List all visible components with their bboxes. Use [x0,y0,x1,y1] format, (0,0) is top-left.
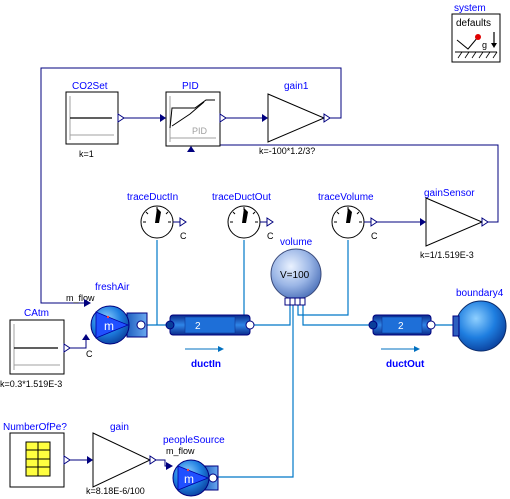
number-of-people-name: NumberOfPe? [3,422,67,433]
co2set-name: CO2Set [72,81,108,92]
pid-output-port[interactable] [219,113,227,123]
catm-name: CAtm [24,308,49,319]
gauge-needle-icon [346,208,352,223]
trace-duct-in-port-label: C [180,231,187,241]
connection-tracevolume-volume[interactable] [297,240,349,316]
gain1-block[interactable]: gain1 k=-100*1.2/3? [259,81,331,156]
system-name: system [454,3,486,14]
table-icon [25,441,51,477]
number-of-people-output-port[interactable] [63,455,71,465]
co2set-output-port[interactable] [117,113,125,123]
people-source-block[interactable]: peopleSource m_flow m [163,435,225,497]
duct-in-name: ductIn [191,359,221,370]
connection-catm-freshair[interactable] [68,340,87,349]
connection-ductin-volume[interactable] [252,305,291,326]
co2set-param: k=1 [79,149,94,159]
boundary4-port[interactable] [452,315,460,337]
gauge-needle-icon [242,208,248,223]
gauge-needle-icon [155,208,161,223]
system-gravity-dot-icon [475,34,481,40]
duct-in-port-b[interactable] [245,320,255,330]
duct-out-port-b[interactable] [426,320,436,330]
volume-inner-label: V=100 [280,270,310,281]
gain-sensor-block[interactable]: gainSensor k=1/1.519E-3 [420,188,489,260]
pid-name: PID [182,81,199,92]
pid-inner-label: PID [192,126,208,136]
gain-output-port[interactable] [149,455,157,465]
duct-out-port-a[interactable] [368,320,378,330]
fresh-air-symbol: m [104,319,114,333]
boundary4-name: boundary4 [456,288,504,299]
fresh-air-c-label: C [86,349,93,359]
gain-sensor-output-port[interactable] [481,217,489,227]
people-source-fluid-port[interactable] [208,473,218,483]
system-g-label: g [482,40,487,50]
trace-duct-in-name: traceDuctIn [127,192,178,203]
trace-volume-output-port[interactable] [370,217,378,227]
flow-direction-arrow-icon [218,346,224,352]
trace-volume-name: traceVolume [318,192,374,203]
gain1-input-port[interactable] [262,114,268,122]
connection-peoplesource-volume[interactable] [218,305,294,478]
catm-block[interactable]: CAtm k=0.3*1.519E-3 [0,308,71,389]
trace-volume-port-label: C [371,231,378,241]
fresh-air-c-port[interactable] [82,334,90,340]
gain-param: k=8.18E-6/100 [86,486,145,496]
people-source-mflow-port[interactable] [166,462,173,470]
gain1-name: gain1 [284,81,309,92]
people-source-input-label: m_flow [166,446,195,456]
gain-sensor-input-port[interactable] [420,218,426,226]
co2set-block[interactable]: CO2Set k=1 [65,81,125,159]
duct-out-inner-label: 2 [398,321,404,332]
number-of-people-block[interactable]: NumberOfPe? [3,422,71,488]
gain-sensor-param: k=1/1.519E-3 [420,250,474,260]
duct-in-pipe[interactable]: 2 ductIn [165,314,255,370]
pid-measurement-port[interactable] [187,146,195,152]
gain-block[interactable]: gain k=8.18E-6/100 [86,422,157,496]
trace-volume-sensor[interactable]: traceVolume C [318,192,378,241]
fresh-air-input-label: m_flow [66,293,95,303]
gain-sensor-name: gainSensor [424,188,475,199]
connection-volume-ductout[interactable] [302,305,371,326]
fresh-air-name: freshAir [95,282,130,293]
volume-block[interactable]: volume V=100 [270,237,322,306]
flow-direction-arrow-icon [414,346,420,352]
trace-duct-out-name: traceDuctOut [212,192,271,203]
ground-hatch-icon [457,51,498,59]
duct-in-inner-label: 2 [195,321,201,332]
duct-in-port-a[interactable] [165,320,175,330]
gain1-output-port[interactable] [323,113,331,123]
pid-block[interactable]: PID PID [160,81,227,152]
fresh-air-source[interactable]: freshAir m_flow m C [66,282,148,359]
duct-out-name: ductOut [386,359,425,370]
boundary4-block[interactable]: boundary4 [452,288,507,352]
gain1-param: k=-100*1.2/3? [259,146,315,156]
catm-output-port[interactable] [63,343,71,353]
trace-duct-in-output-port[interactable] [179,217,187,227]
duct-out-pipe[interactable]: 2 ductOut [368,314,436,370]
catm-param: k=0.3*1.519E-3 [0,379,62,389]
people-source-symbol: m [184,472,194,486]
trace-duct-out-output-port[interactable] [266,217,274,227]
trace-duct-out-port-label: C [267,231,274,241]
system-defaults-label: defaults [456,18,491,29]
gain-name: gain [110,422,129,433]
pid-setpoint-port[interactable] [160,114,166,122]
people-source-name: peopleSource [163,435,225,446]
volume-name: volume [280,237,313,248]
trace-duct-in-sensor[interactable]: traceDuctIn C [127,192,187,241]
connection-gain1-freshair[interactable] [40,67,342,304]
volume-ports[interactable] [284,297,306,306]
fresh-air-fluid-port[interactable] [136,320,146,330]
fresh-air-mflow-port[interactable] [84,299,91,307]
trace-duct-out-sensor[interactable]: traceDuctOut C [212,192,274,241]
gain-input-port[interactable] [87,456,93,464]
system-block[interactable]: system defaults g [451,3,501,63]
